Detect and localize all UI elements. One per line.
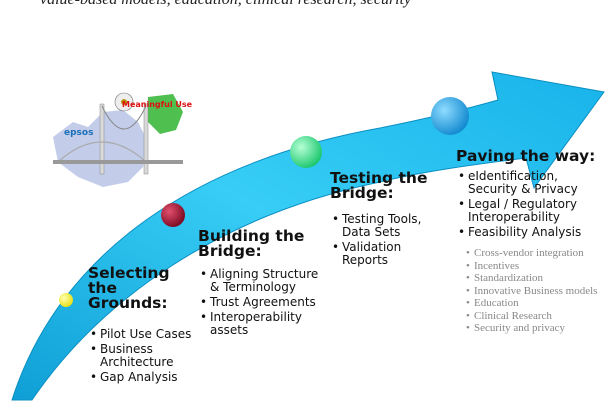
list-item: Gap Analysis	[90, 371, 200, 385]
stage-1-title: Selecting the Grounds:	[88, 264, 170, 312]
stage-1-dot	[59, 293, 73, 307]
list-item: Aligning Structure & Terminology	[200, 268, 328, 294]
epsos-logo-text: epsos	[64, 128, 94, 138]
bridge-map-logo	[53, 92, 183, 187]
meaningful-use-label: Meaningful Use	[122, 100, 193, 109]
list-item: Standardization	[466, 272, 606, 285]
list-item: eIdentification, Security & Privacy	[458, 170, 606, 196]
list-item: Education	[466, 297, 606, 310]
stage-4-bullets: eIdentification, Security & Privacy Lega…	[458, 170, 606, 241]
list-item: Validation Reports	[332, 241, 432, 267]
stage-3-dot	[290, 136, 322, 168]
stage-2-dot	[161, 203, 185, 227]
stage-3-title: Testing the Bridge:	[330, 169, 428, 202]
list-item: Business Architecture	[90, 343, 200, 369]
list-item: Trust Agreements	[200, 296, 328, 310]
stage-2-bullets: Aligning Structure & Terminology Trust A…	[200, 268, 328, 339]
list-item: Feasibility Analysis	[458, 226, 606, 240]
stage-4-sub-bullets: Cross-vendor integration Incentives Stan…	[466, 247, 606, 336]
top-caption-text: value-based models, education, clinical …	[40, 0, 580, 9]
stage-2-title: Building the Bridge:	[198, 227, 305, 260]
list-item: Security and privacy	[466, 322, 606, 335]
list-item: Legal / Regulatory Interoperability	[458, 198, 606, 224]
list-item: Incentives	[466, 260, 606, 273]
list-item: Clinical Research	[466, 310, 606, 323]
list-item: Interoperability assets	[200, 311, 328, 337]
list-item: Cross-vendor integration	[466, 247, 606, 260]
stage-4-dot	[431, 97, 469, 135]
list-item: Testing Tools, Data Sets	[332, 213, 432, 239]
list-item: Pilot Use Cases	[90, 328, 200, 342]
stage-4-title: Paving the way:	[456, 147, 596, 165]
stage-1-bullets: Pilot Use Cases Business Architecture Ga…	[90, 328, 200, 386]
stage-3-bullets: Testing Tools, Data Sets Validation Repo…	[332, 213, 432, 269]
list-item: Innovative Business models	[466, 285, 606, 298]
